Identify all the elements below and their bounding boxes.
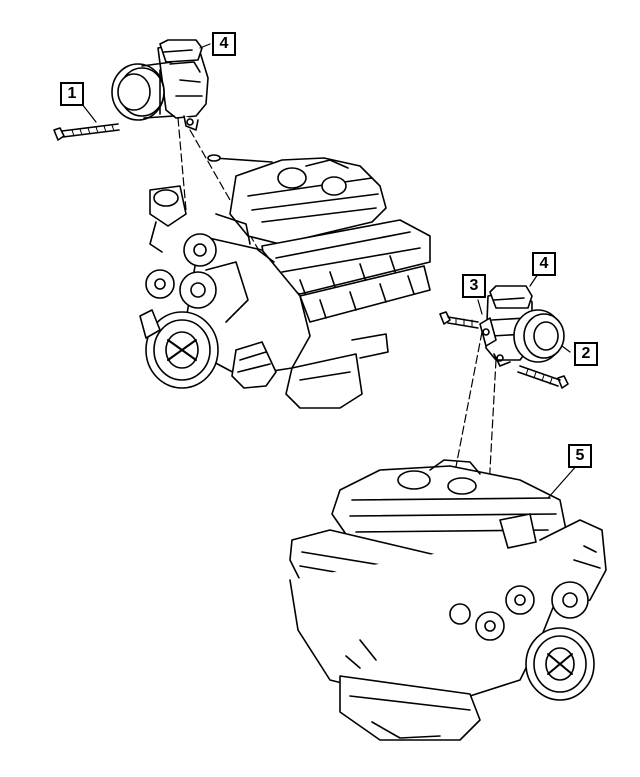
engine-lower	[289, 459, 607, 741]
callout-line-5	[547, 463, 579, 499]
callout-line-3	[477, 299, 483, 315]
bolt-2[interactable]	[517, 365, 569, 389]
callout-label-2[interactable]: 2	[574, 342, 598, 366]
callout-line-4b	[529, 273, 539, 287]
bolt-3[interactable]	[439, 311, 479, 329]
bolt-1[interactable]	[53, 123, 120, 141]
callout-label-1[interactable]: 1	[60, 82, 84, 106]
callout-label-5[interactable]: 5	[568, 444, 592, 468]
callout-line-1	[81, 103, 97, 123]
callout-label-3[interactable]: 3	[462, 274, 486, 298]
engine-upper	[139, 154, 431, 409]
callout-line-4a	[199, 43, 211, 49]
callout-label-4-lower[interactable]: 4	[532, 252, 556, 276]
callout-label-4-upper[interactable]: 4	[212, 32, 236, 56]
compressor-upper[interactable]	[111, 39, 209, 131]
callout-line-2	[561, 345, 571, 353]
compressor-lower[interactable]	[479, 285, 565, 367]
